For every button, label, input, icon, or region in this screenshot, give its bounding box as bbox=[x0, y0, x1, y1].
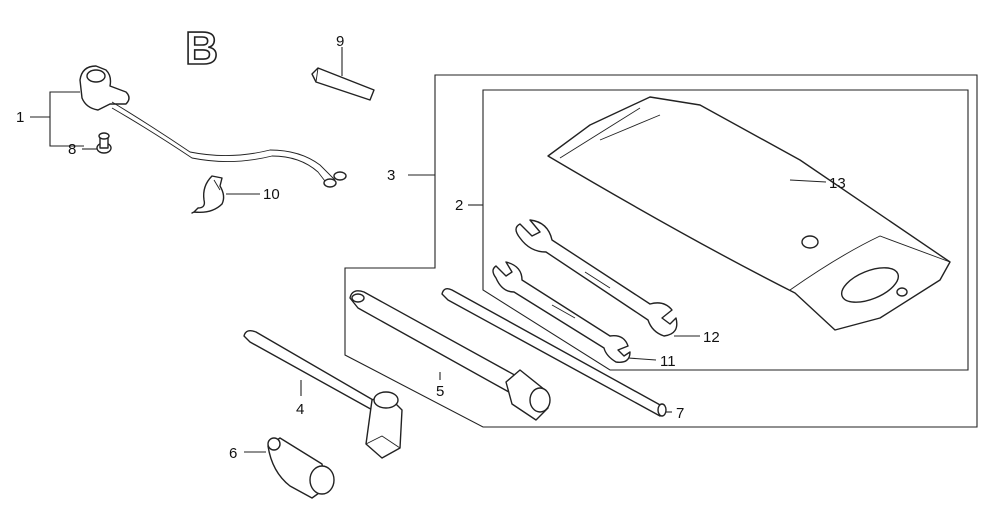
callout-4: 4 bbox=[296, 401, 304, 418]
clip-part bbox=[191, 175, 225, 214]
callout-6: 6 bbox=[229, 445, 237, 462]
small-wrench-part bbox=[492, 261, 631, 363]
section-label: B bbox=[185, 22, 218, 74]
callout-5: 5 bbox=[436, 383, 444, 400]
leader-lines bbox=[30, 47, 827, 453]
callout-10: 10 bbox=[263, 186, 280, 203]
ground-cable-part bbox=[79, 65, 347, 188]
callout-3: 3 bbox=[387, 167, 395, 184]
bolt-part bbox=[96, 132, 112, 154]
tool-bag-part bbox=[547, 96, 951, 331]
callout-2: 2 bbox=[455, 197, 463, 214]
callout-8: 8 bbox=[68, 141, 76, 158]
callout-11: 11 bbox=[660, 353, 676, 370]
callout-9: 9 bbox=[336, 33, 344, 50]
tool-kit-outline bbox=[344, 74, 978, 428]
callout-1: 1 bbox=[16, 109, 24, 126]
callout-13: 13 bbox=[829, 175, 846, 192]
callout-7: 7 bbox=[676, 405, 684, 422]
wrench-set-outline bbox=[482, 89, 969, 371]
callout-12: 12 bbox=[703, 329, 720, 346]
bar-part bbox=[441, 287, 667, 417]
large-wrench-part bbox=[515, 219, 678, 337]
socket-part bbox=[267, 437, 335, 499]
plug-wrench-part bbox=[243, 329, 403, 459]
box-wrench-part bbox=[349, 290, 551, 421]
rod-piece-part bbox=[311, 67, 375, 101]
